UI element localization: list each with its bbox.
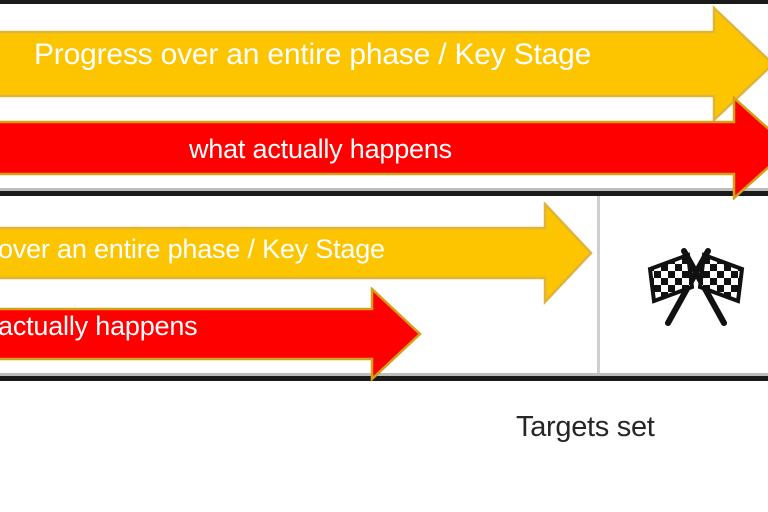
actual-arrow-top-shape [0, 96, 768, 200]
divider-top [0, 0, 768, 4]
targets-set-caption: Targets set [516, 411, 655, 443]
divider-bottom-shadow [0, 373, 768, 376]
progress-arrow-top[interactable] [0, 4, 768, 124]
vertical-divider [597, 196, 600, 373]
checkered-flags-icon [640, 243, 752, 329]
progress-arrow-bottom[interactable] [0, 202, 610, 306]
divider-bottom [0, 376, 768, 381]
flag-right-outline [697, 252, 745, 304]
actual-arrow-bottom-label: actually happens [0, 311, 198, 341]
actual-arrow-bottom-shape [0, 287, 422, 382]
progress-arrow-top-shape [0, 5, 768, 123]
progress-arrow-top-label: Progress over an entire phase / Key Stag… [34, 38, 592, 71]
divider-middle-shadow [0, 188, 768, 191]
progress-arrow-bottom-label: over an entire phase / Key Stage [0, 234, 385, 264]
actual-arrow-top-label: what actually happens [189, 134, 452, 164]
actual-arrow-top[interactable] [0, 96, 768, 200]
actual-arrow-bottom[interactable] [0, 287, 450, 383]
divider-middle [0, 191, 768, 196]
progress-arrow-bottom-shape [0, 202, 593, 306]
flag-left-outline [647, 252, 695, 304]
